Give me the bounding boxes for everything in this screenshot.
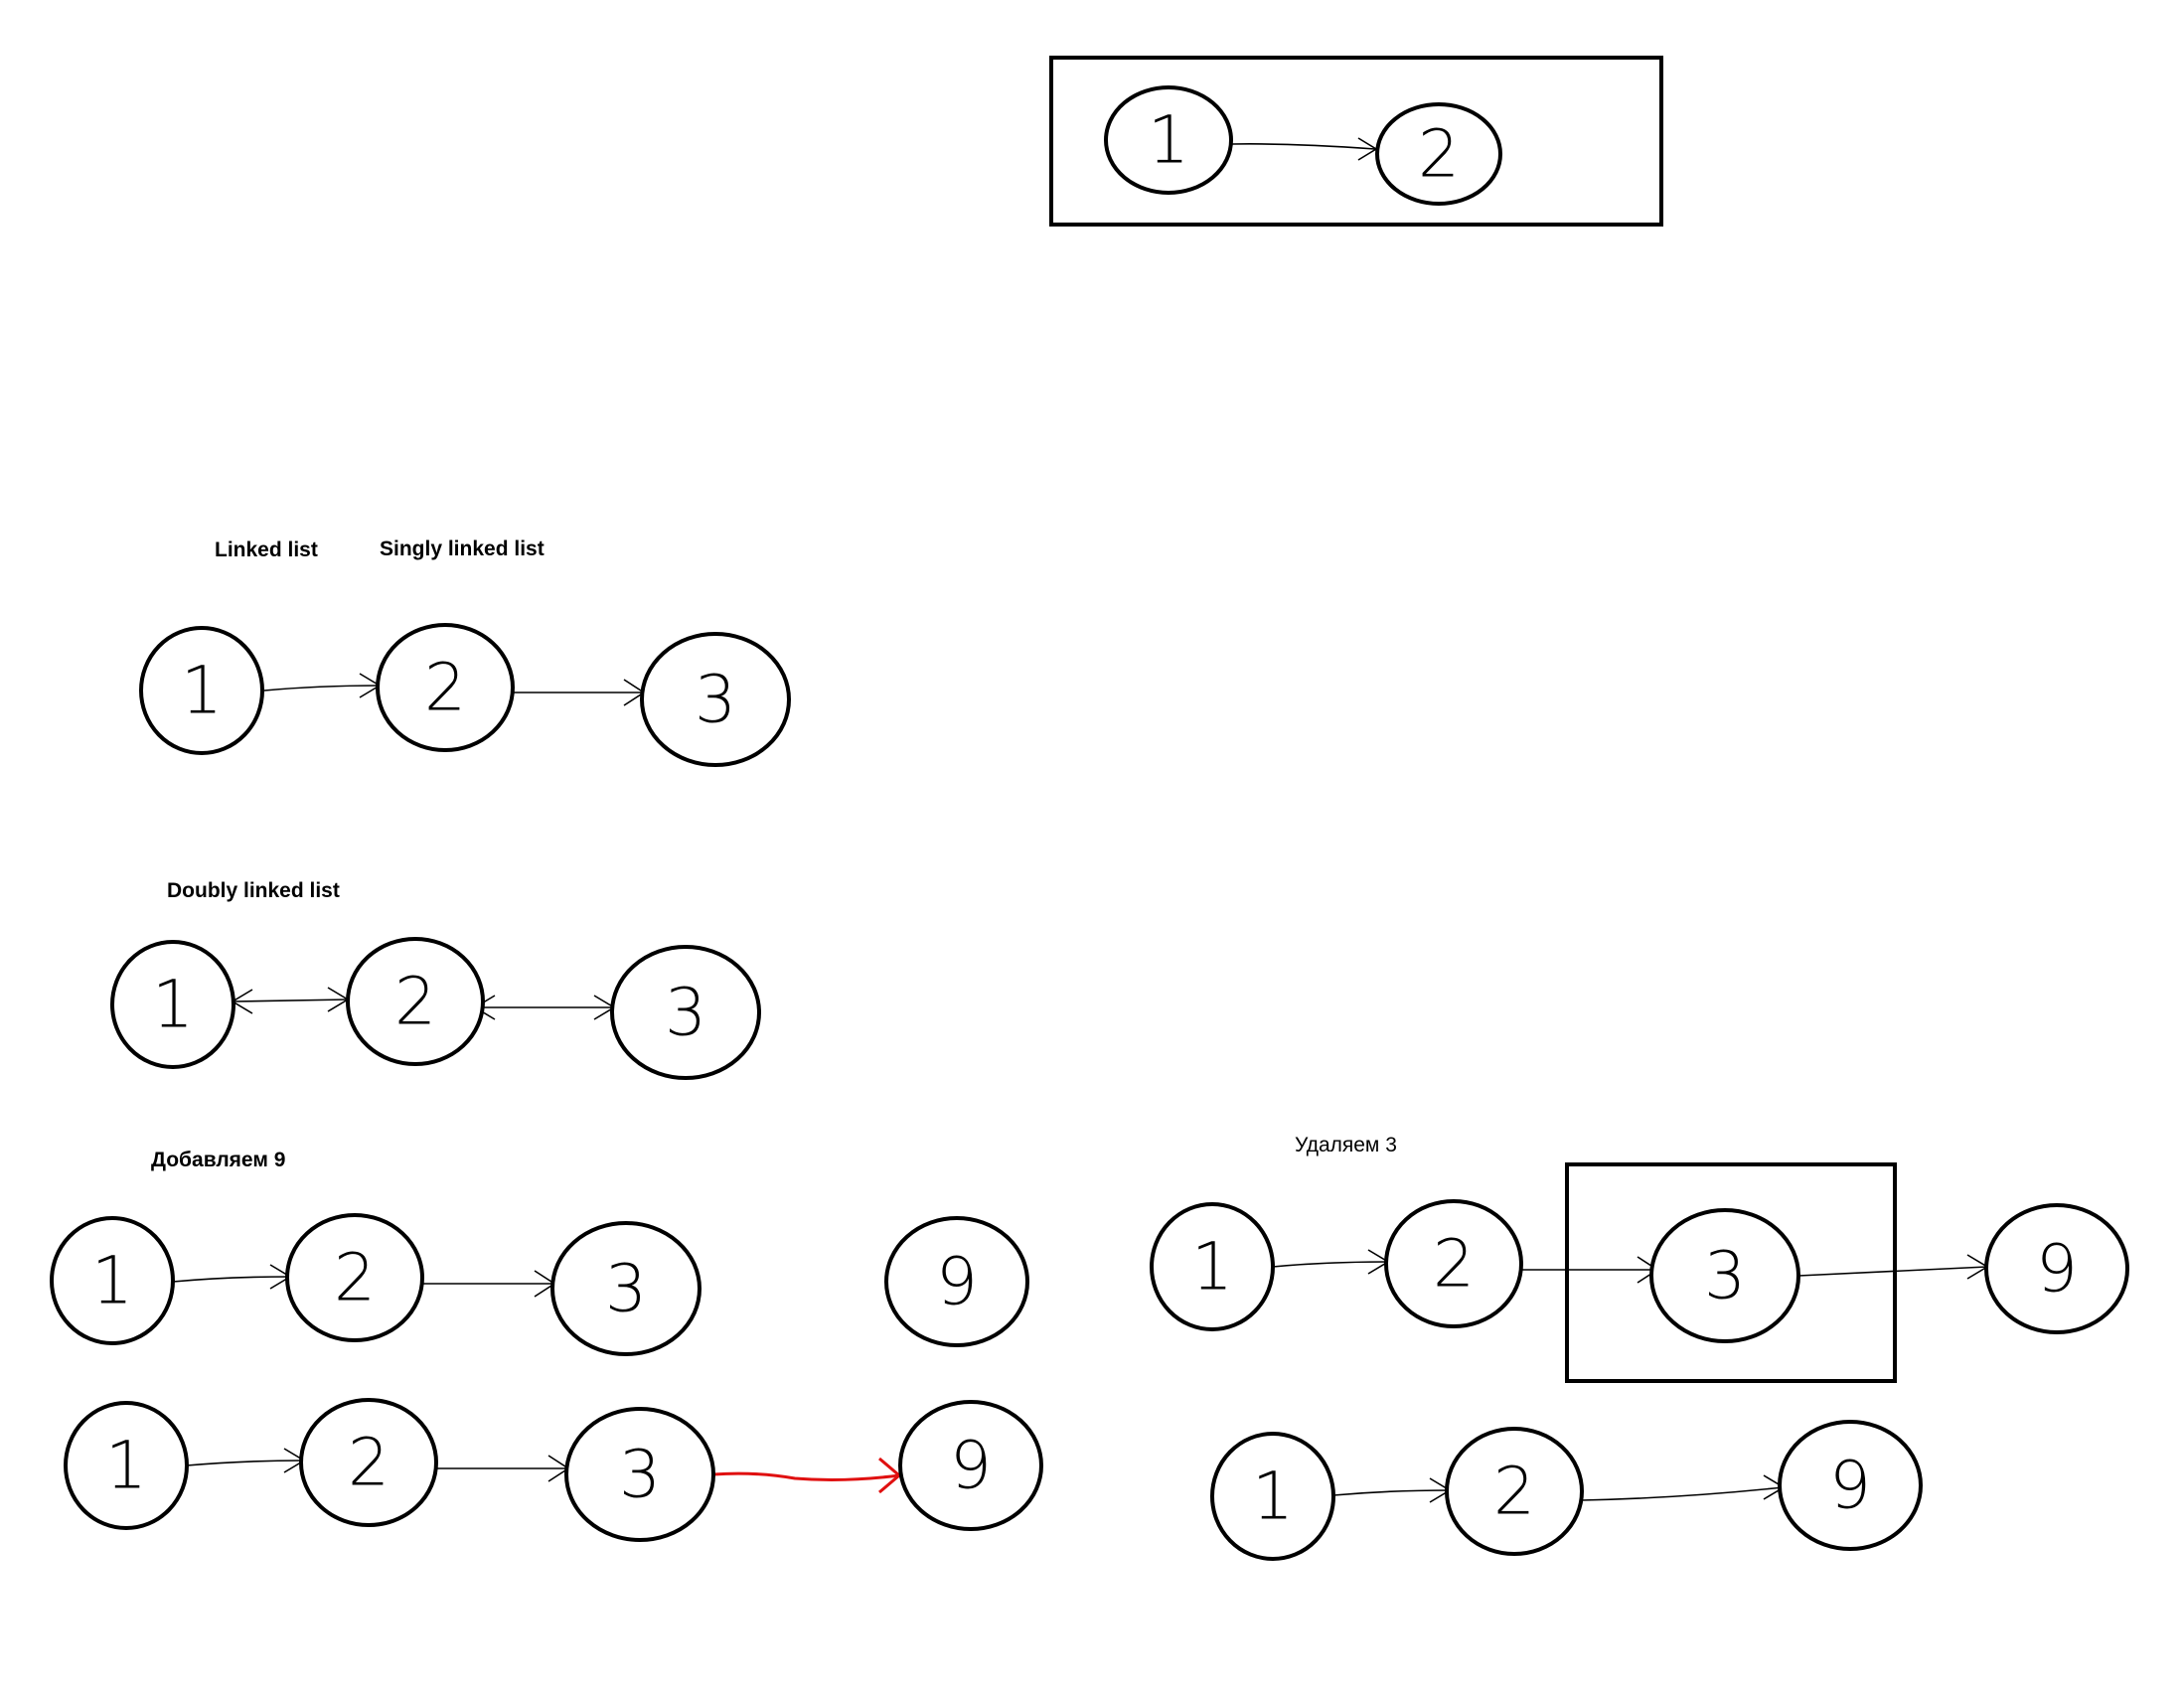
delete-after-node-9: 9 bbox=[1778, 1420, 1923, 1551]
node-value: 2 bbox=[424, 650, 466, 726]
node-value: 2 bbox=[1493, 1454, 1535, 1530]
node-value: 2 bbox=[348, 1425, 390, 1501]
node-value: 2 bbox=[1433, 1226, 1475, 1303]
node-value: 1 bbox=[91, 1243, 133, 1319]
node-value: 1 bbox=[181, 653, 223, 729]
delete-before-link-3-9 bbox=[1797, 1266, 1988, 1277]
node-value: 2 bbox=[394, 964, 436, 1040]
delete-before-link-1-2 bbox=[1272, 1261, 1389, 1268]
node-value: 3 bbox=[605, 1251, 647, 1327]
doubly-node-1: 1 bbox=[110, 940, 235, 1069]
add-after-node-3: 3 bbox=[564, 1407, 715, 1542]
linked-list-label: Linked list bbox=[215, 539, 318, 561]
singly-node-2: 2 bbox=[376, 623, 515, 752]
delete-after-node-1: 1 bbox=[1210, 1432, 1335, 1561]
singly-linked-list-label: Singly linked list bbox=[380, 538, 545, 560]
node-value: 3 bbox=[665, 975, 706, 1051]
top-node-2: 2 bbox=[1375, 102, 1502, 206]
top-node-1: 1 bbox=[1104, 85, 1233, 195]
add-before-node-2: 2 bbox=[285, 1213, 424, 1342]
singly-link-1-2 bbox=[263, 685, 381, 692]
doubly-linked-list-label: Doubly linked list bbox=[167, 879, 340, 902]
add-before-link-1-2 bbox=[172, 1276, 291, 1283]
node-value: 9 bbox=[2036, 1231, 2078, 1308]
delete-after-node-2: 2 bbox=[1445, 1427, 1584, 1556]
node-value: 1 bbox=[105, 1428, 147, 1504]
delete-node-label: Удаляем 3 bbox=[1295, 1134, 1397, 1156]
singly-node-1: 1 bbox=[139, 626, 264, 755]
node-value: 3 bbox=[619, 1437, 661, 1513]
delete-after-link-1-2 bbox=[1332, 1489, 1451, 1496]
node-value: 9 bbox=[936, 1244, 978, 1320]
node-value: 2 bbox=[1418, 116, 1460, 193]
top-link-1-2 bbox=[1231, 143, 1376, 150]
node-value: 1 bbox=[152, 967, 194, 1043]
doubly-node-3: 3 bbox=[610, 945, 761, 1080]
node-value: 1 bbox=[1148, 102, 1189, 179]
node-value: 2 bbox=[334, 1240, 376, 1316]
top-highlight-box bbox=[1049, 56, 1663, 227]
doubly-link-1-2 bbox=[232, 999, 349, 1002]
delete-before-node-1: 1 bbox=[1150, 1202, 1275, 1331]
add-before-node-1: 1 bbox=[50, 1216, 175, 1345]
node-value: 3 bbox=[1704, 1238, 1746, 1314]
delete-before-node-3: 3 bbox=[1649, 1208, 1800, 1343]
add-after-new-link-3-9 bbox=[712, 1471, 900, 1481]
delete-before-node-2: 2 bbox=[1384, 1199, 1523, 1328]
singly-node-3: 3 bbox=[640, 632, 791, 767]
node-value: 3 bbox=[695, 662, 736, 738]
add-after-node-1: 1 bbox=[64, 1401, 189, 1530]
node-value: 1 bbox=[1191, 1229, 1233, 1306]
add-node-label: Добавляем 9 bbox=[151, 1149, 285, 1171]
add-after-node-9: 9 bbox=[898, 1400, 1043, 1531]
node-value: 9 bbox=[950, 1428, 992, 1504]
add-after-link-1-2 bbox=[186, 1460, 305, 1466]
add-after-node-2: 2 bbox=[299, 1398, 438, 1527]
node-value: 1 bbox=[1252, 1459, 1294, 1535]
node-value: 9 bbox=[1829, 1448, 1871, 1524]
delete-before-node-9: 9 bbox=[1984, 1203, 2129, 1334]
deleted-node-box bbox=[1565, 1162, 1897, 1383]
add-before-node-3: 3 bbox=[550, 1221, 702, 1356]
doubly-node-2: 2 bbox=[346, 937, 485, 1066]
add-before-node-9: 9 bbox=[884, 1216, 1029, 1347]
delete-after-link-2-9 bbox=[1581, 1486, 1785, 1501]
